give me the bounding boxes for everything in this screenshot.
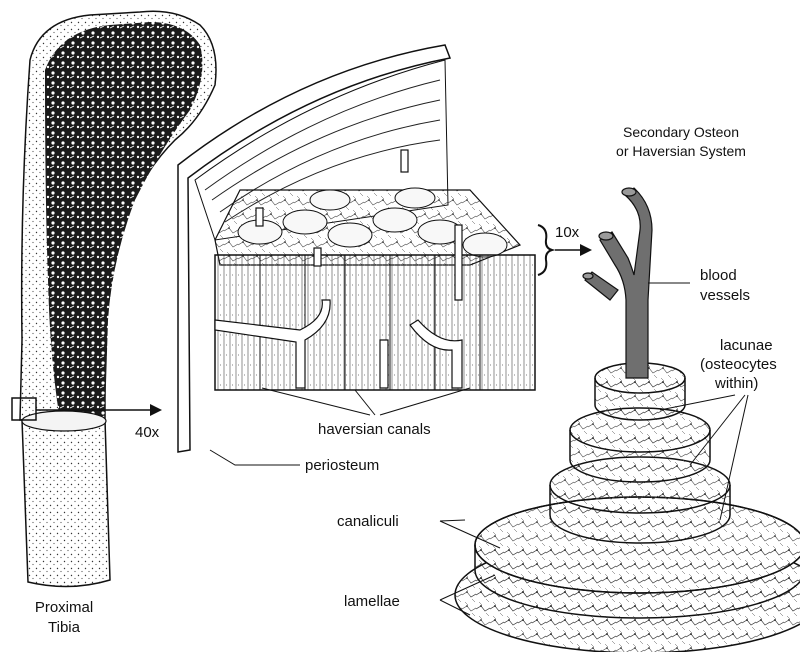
tibia-label-line2: Tibia bbox=[48, 619, 81, 636]
lacunae-label-line3: within) bbox=[714, 375, 758, 392]
lacunae-label-line1: lacunae bbox=[720, 337, 773, 354]
blood-vessels-label-line1: blood bbox=[700, 267, 737, 284]
blood-vessel-icon bbox=[583, 188, 652, 378]
tibia-label-line1: Proximal bbox=[35, 599, 93, 616]
block-front-face bbox=[215, 255, 535, 390]
blood-vessels-label-line2: vessels bbox=[700, 287, 750, 304]
osteon-title-line2: or Haversian System bbox=[616, 143, 746, 159]
lacunae-label-line2: (osteocytes bbox=[700, 356, 777, 373]
tibia-shaft bbox=[22, 420, 110, 587]
haversian-canals-label: haversian canals bbox=[318, 421, 431, 438]
canaliculi-label: canaliculi bbox=[337, 513, 399, 530]
magnification-10x-label: 10x bbox=[555, 224, 580, 241]
periosteum-label: periosteum bbox=[305, 457, 379, 474]
tibia-cut-surface bbox=[22, 411, 106, 431]
lamellae-label: lamellae bbox=[344, 593, 400, 610]
magnification-40x-label: 40x bbox=[135, 424, 160, 441]
osteon-title-line1: Secondary Osteon bbox=[623, 124, 739, 140]
cortical-bone-block bbox=[178, 45, 535, 452]
